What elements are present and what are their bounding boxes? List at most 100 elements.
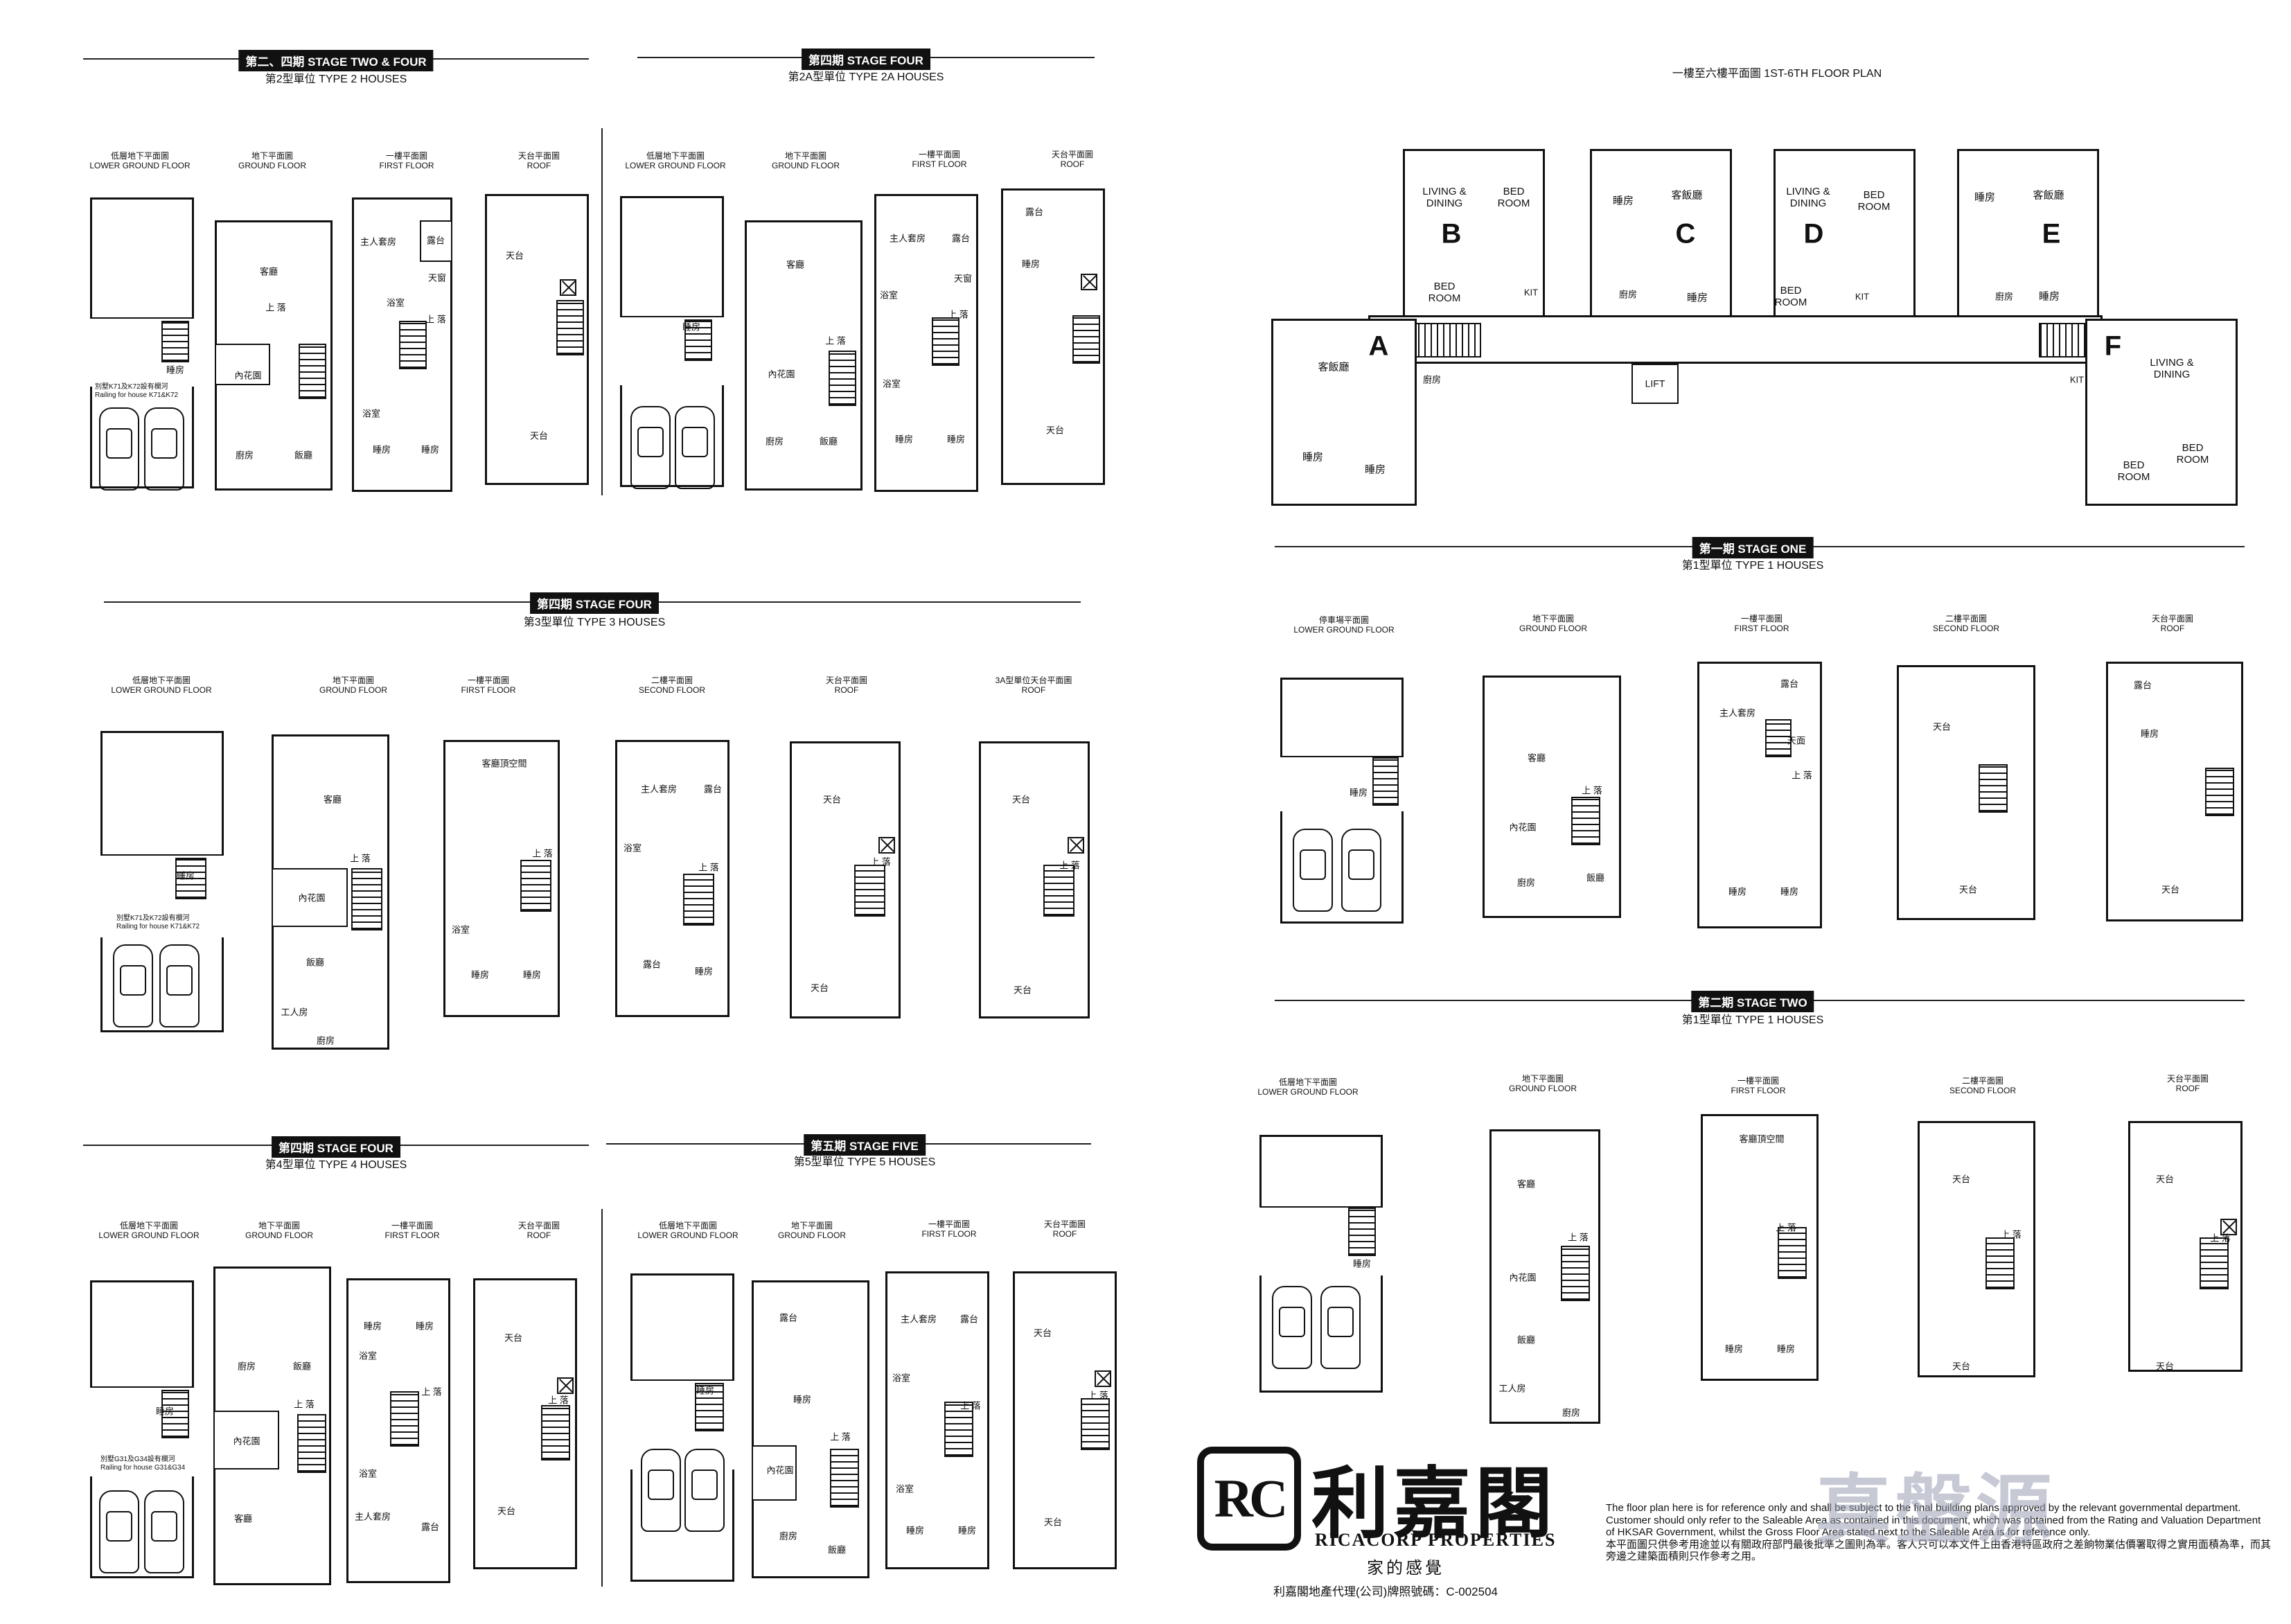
room-label: 飯廳	[306, 957, 325, 968]
room-label: 廚房	[1516, 877, 1536, 888]
floor-plan-first: 睡房 睡房 浴室 上 落 浴室 主人套房 露台	[346, 1278, 450, 1583]
floor-plan-first: 主人套房 露台 天窗 浴室 上 落 浴室 睡房 睡房	[352, 197, 452, 492]
room-label: 主人套房	[354, 1511, 391, 1522]
disclaimer: The floor plan here is for reference onl…	[1606, 1502, 2271, 1563]
ricacorp-logo: RC 利嘉閣 RICACORP PROPERTIES 家的感覺 利嘉閣地產代理(…	[1197, 1447, 1585, 1599]
floor-plan-first: 客廳頂空間 上 落 睡房 睡房	[1701, 1114, 1819, 1381]
section-badge: 第二期 STAGE TWO	[1691, 991, 1814, 1012]
room-label: KIT	[2069, 374, 2085, 385]
room-label: 客廳	[233, 1513, 253, 1524]
room-label: 上 落	[421, 1386, 442, 1397]
room-label: 主人套房	[900, 1314, 937, 1325]
room-label: 客廳	[786, 259, 805, 270]
room-label: 客飯廳	[2033, 189, 2064, 202]
room-label: 內花園	[234, 370, 262, 381]
floor-plan-ground: 客廳 上 落 內花園 飯廳 工人房 廚房	[1489, 1129, 1600, 1424]
room-label: 睡房	[894, 434, 914, 445]
room-label: 睡房	[522, 969, 542, 980]
floor-plan-roof: 露台 睡房 天台	[1001, 188, 1105, 485]
room-label: 睡房	[1302, 451, 1324, 464]
floor-plan-first: 客廳頂空間 上 落 浴室 睡房 睡房	[443, 740, 560, 1017]
room-label: 飯廳	[1516, 1334, 1536, 1345]
room-label: 廚房	[1994, 291, 2014, 302]
room	[752, 1445, 797, 1501]
room-label: 上 落	[294, 1399, 315, 1410]
room-label: 露台	[1025, 206, 1044, 218]
room-label: 上 落	[1059, 860, 1080, 871]
room-label: 主人套房	[360, 236, 397, 247]
room-label: 露台	[959, 1314, 979, 1325]
room-label: 露台	[779, 1312, 798, 1323]
room-label: 睡房	[470, 969, 490, 980]
room-label: 上 落	[425, 314, 446, 325]
unit-a-block	[1271, 319, 1417, 506]
stairs	[299, 344, 326, 399]
room-label: 廚房	[316, 1035, 335, 1046]
skylight-icon	[1095, 1370, 1111, 1387]
room-label: 睡房	[1364, 464, 1386, 476]
room-label: 廚房	[1618, 289, 1638, 300]
floor-plan-roof: 天台 上 落 天台	[2128, 1121, 2243, 1372]
floor-plan-first: 露台 主人套房 天面 上 落 睡房 睡房	[1697, 662, 1822, 928]
room-label: 浴室	[879, 290, 899, 301]
room-label: 內花園	[1509, 1272, 1537, 1283]
room-label: 睡房	[946, 434, 966, 445]
car-icon	[641, 1449, 681, 1532]
room-label: 天台	[1952, 1174, 1971, 1185]
room-label: BED ROOM	[1497, 186, 1530, 209]
room-label: 客廳頂空間	[481, 758, 527, 769]
room-label: 天台	[505, 250, 524, 261]
stairs	[161, 321, 189, 362]
room	[213, 1411, 279, 1469]
room-label: 客飯廳	[1318, 361, 1350, 373]
floor-plan-roof: 天台 上 落 天台	[790, 741, 901, 1018]
floor-plan-second: 天台 上 落 天台	[1918, 1121, 2035, 1377]
stairs	[1072, 315, 1100, 364]
stairs	[854, 865, 885, 917]
car-icon	[99, 1490, 139, 1573]
room-label: 上 落	[265, 302, 286, 313]
car-icon	[159, 944, 200, 1027]
floor-plan-first: 主人套房 露台 天窗 浴室 上 落 浴室 睡房 睡房	[874, 194, 978, 492]
room-label: 客廳	[1516, 1179, 1536, 1190]
room-label: 上 落	[1088, 1390, 1108, 1401]
room-label: 飯廳	[294, 450, 313, 461]
unit-e-block	[1957, 149, 2099, 326]
section-badge: 第五期 STAGE FIVE	[804, 1134, 926, 1156]
room-label: 睡房	[363, 1321, 382, 1332]
room-label: 內花園	[298, 892, 326, 903]
section-badge: 第四期 STAGE FOUR	[272, 1136, 400, 1158]
room-label: 睡房	[421, 444, 440, 455]
floor-plan-ground: 客廳 上 落 內花園 飯廳 工人房 廚房	[272, 734, 389, 1050]
room-label: 上 落	[948, 309, 968, 320]
stairs	[684, 319, 712, 361]
floor-plan-second: 主人套房 露台 浴室 上 落 露台 睡房	[615, 740, 729, 1017]
floor-plan-roof: 天台 天台	[485, 194, 589, 485]
floor-plan-roof: 天台 上 落 天台	[1013, 1271, 1117, 1569]
unit-d-block	[1773, 149, 1916, 326]
disclaimer-en: The floor plan here is for reference onl…	[1606, 1502, 2261, 1538]
floor-plan-second: 天台 天台	[1897, 665, 2035, 920]
section-title: 第1型單位 TYPE 1 HOUSES	[1681, 560, 1824, 572]
room-label: 天窗	[953, 273, 973, 284]
stairs	[932, 317, 959, 366]
car-icon	[113, 944, 153, 1027]
room-label: 浴室	[386, 297, 405, 308]
skylight-icon	[2220, 1219, 2237, 1235]
skylight-icon	[1068, 837, 1084, 854]
room-label: 睡房	[1352, 1258, 1372, 1269]
room-label: 上 落	[825, 335, 846, 346]
car-icon	[144, 1490, 184, 1573]
